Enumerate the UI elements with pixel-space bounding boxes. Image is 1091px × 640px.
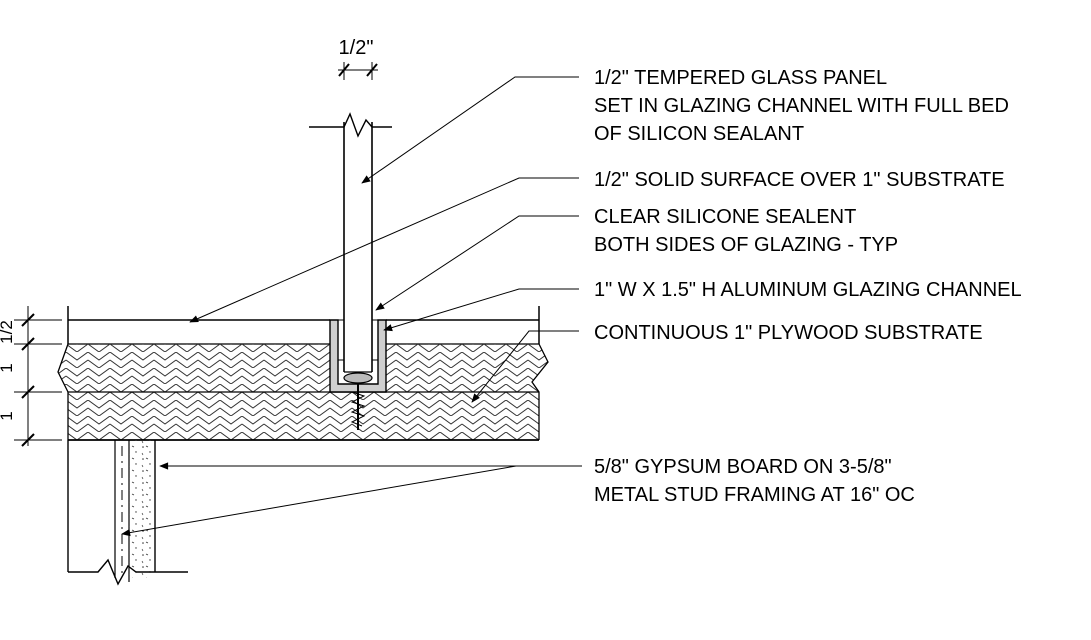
solid-surface-layer: [67, 306, 540, 345]
leader-sealant: [375, 215, 579, 311]
plywood-substrate: [57, 343, 549, 441]
dim-text-left-1: 1/2: [0, 320, 16, 344]
leader-channel: [383, 288, 579, 332]
callout-solid-surface: 1/2" SOLID SURFACE OVER 1" SUBSTRATE: [594, 169, 1005, 191]
screw-fastener: [343, 372, 373, 430]
leader-plywood: [471, 330, 579, 403]
leader-lines: [121, 76, 582, 537]
callout-sealant-line-1: CLEAR SILICONE SEALENT: [594, 206, 856, 228]
left-dimension-string: 1/2 1 1: [0, 306, 62, 447]
dim-text-glass: 1/2": [339, 37, 374, 59]
glass-thickness-dimension: 1/2": [338, 37, 378, 80]
leader-glass: [361, 76, 579, 184]
callout-channel: 1" W X 1.5" H ALUMINUM GLAZING CHANNEL: [594, 279, 1022, 301]
callout-glass-line-2: SET IN GLAZING CHANNEL WITH FULL BED: [594, 95, 1009, 117]
dim-text-left-2: 1: [0, 363, 16, 372]
stud-wall: [67, 440, 188, 586]
callout-plywood: CONTINUOUS 1" PLYWOOD SUBSTRATE: [594, 322, 983, 344]
leader-stud: [121, 465, 517, 537]
leader-solid-surface: [189, 177, 579, 323]
callout-gypsum-line-2: METAL STUD FRAMING AT 16" OC: [594, 484, 915, 506]
callout-glass-line-3: OF SILICON SEALANT: [594, 123, 804, 145]
dim-text-left-3: 1: [0, 411, 16, 420]
tempered-glass-panel: [309, 112, 392, 373]
callout-glass-line-1: 1/2" TEMPERED GLASS PANEL: [594, 67, 887, 89]
callout-gypsum-line-1: 5/8" GYPSUM BOARD ON 3-5/8": [594, 456, 892, 478]
callout-sealant-line-2: BOTH SIDES OF GLAZING - TYP: [594, 234, 898, 256]
callout-labels: 1/2" TEMPERED GLASS PANEL SET IN GLAZING…: [594, 67, 1022, 506]
